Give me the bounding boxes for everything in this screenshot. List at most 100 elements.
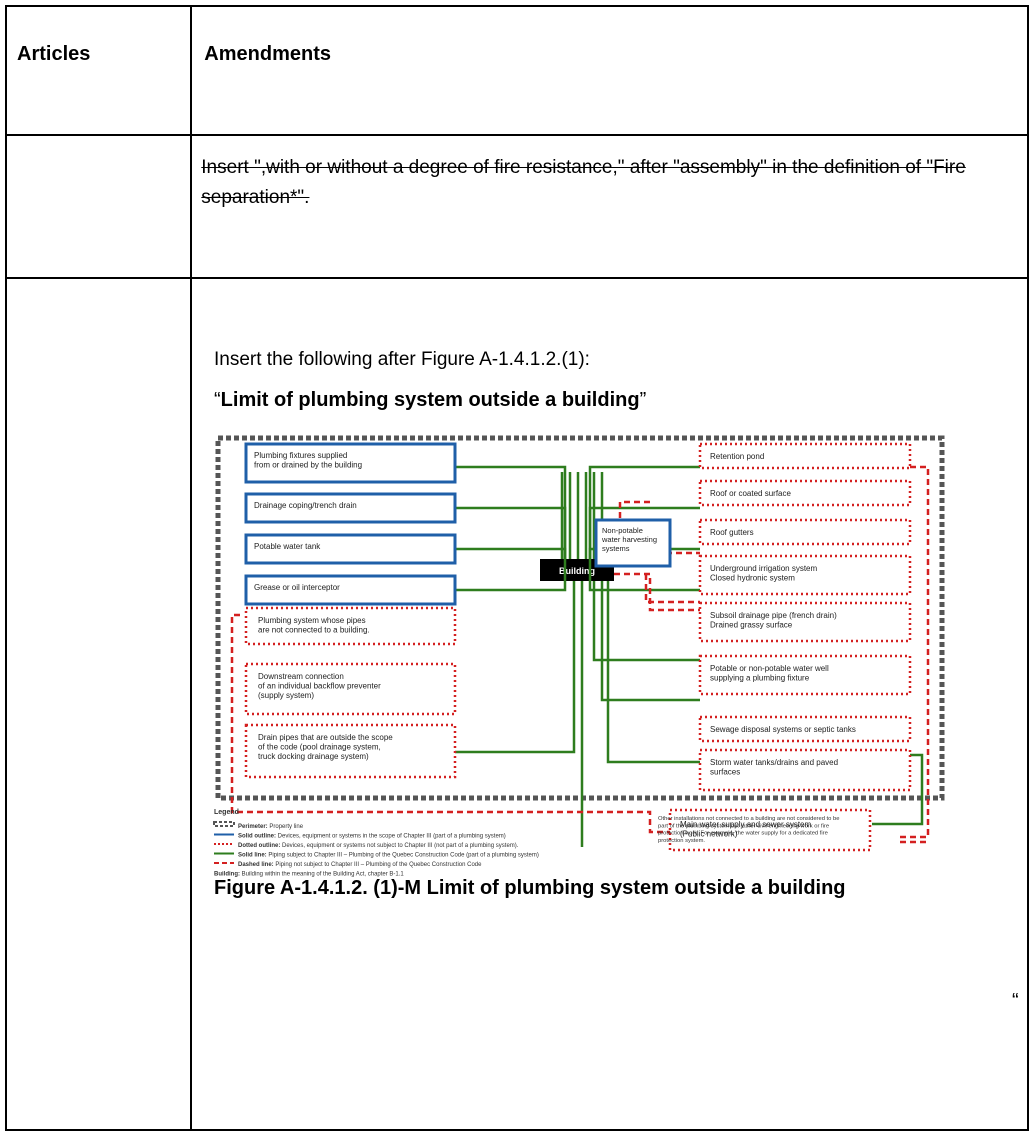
legend-note: protection system. <box>658 838 705 844</box>
legend-entry: Perimeter: Property line <box>238 824 304 830</box>
dotted-outline-box <box>244 606 457 646</box>
legend-note: Other installations not connected to a b… <box>658 816 839 822</box>
dashed-pipe-line <box>230 613 670 834</box>
dotted-outline-box <box>698 479 912 507</box>
right-box-label: Closed hydronic system <box>710 574 795 583</box>
nonpotable-box <box>594 518 672 568</box>
solid-outline-box <box>244 533 457 565</box>
dotted-outline-box <box>698 748 912 792</box>
dashed-pipe-line <box>614 572 700 612</box>
legend-entry: Solid outline: Devices, equipment or sys… <box>238 834 506 840</box>
right-box-label: surfaces <box>710 768 740 777</box>
legend-key: Dotted outline: <box>238 843 282 849</box>
solid-box-label: from or drained by the building <box>254 461 362 470</box>
right-box-label: Retention pond <box>710 452 764 461</box>
dotted-outline-box <box>698 601 912 643</box>
solid-pipe-line <box>455 559 567 592</box>
legend-key: Building: <box>214 872 242 878</box>
solid-pipe-line <box>872 753 924 826</box>
legend-key: Perimeter: <box>238 824 269 830</box>
solid-pipe-line <box>600 581 700 702</box>
article-cell <box>4 277 193 1131</box>
legend-key: Solid line: <box>238 853 268 859</box>
solid-outline-box <box>244 442 457 484</box>
right-box-label: Potable or non-potable water well <box>710 664 829 673</box>
table-row: Insert ",with or without a degree of fir… <box>4 134 1029 279</box>
legend-entry: Solid line: Piping subject to Chapter II… <box>238 853 539 859</box>
nonpotable-label: Non-potable <box>602 526 643 535</box>
legend-text: Property line <box>269 824 303 830</box>
right-box-label: Storm water tanks/drains and paved <box>710 758 838 767</box>
solid-box-label: Plumbing fixtures supplied <box>254 451 347 460</box>
main-supply-box <box>668 808 872 852</box>
dashed-pipe-line <box>900 465 930 839</box>
solid-box-label: Grease or oil interceptor <box>254 583 340 592</box>
right-box-label: Underground irrigation system <box>710 564 817 573</box>
dotted-box-label: Drain pipes that are outside the scope <box>258 733 393 742</box>
dotted-box-label: (supply system) <box>258 691 314 700</box>
right-box-label: Subsoil drainage pipe (french drain) <box>710 611 837 620</box>
header-row: Articles Amendments <box>4 5 1029 136</box>
solid-outline-box <box>244 492 457 524</box>
dotted-outline-box <box>244 662 457 716</box>
open-quote: “ <box>214 389 221 411</box>
building-label: Building <box>559 566 595 576</box>
dotted-box-label: truck docking drainage system) <box>258 752 369 761</box>
legend-entry: Building: Building within the meaning of… <box>214 872 404 878</box>
right-box-label: Roof gutters <box>710 528 754 537</box>
legend-text: Piping not subject to Chapter III – Plum… <box>275 862 482 868</box>
nonpotable-label: water harvesting <box>601 535 657 544</box>
amendment-cell: Insert ",with or without a degree of fir… <box>190 134 1029 279</box>
solid-pipe-line <box>455 547 567 559</box>
legend-perimeter-swatch <box>213 821 235 827</box>
right-box-label: supplying a plumbing fixture <box>710 674 810 683</box>
legend-key: Solid outline: <box>238 834 278 840</box>
solid-pipe-line <box>588 506 700 559</box>
main-supply-label: Main water supply and sewer system <box>680 820 812 829</box>
solid-box-label: Potable water tank <box>254 542 321 551</box>
main-supply-label: (Public network) <box>680 830 738 839</box>
close-quote: ” <box>639 389 647 411</box>
legend-note: protection work. For example, the water … <box>658 831 828 837</box>
right-box-label: Sewage disposal systems or septic tanks <box>710 725 856 734</box>
dotted-box-label: Plumbing system whose pipes <box>258 616 366 625</box>
solid-pipe-line <box>588 559 700 592</box>
right-box-label: Drained grassy surface <box>710 621 793 630</box>
dashed-pipe-line <box>644 574 700 604</box>
dotted-outline-box <box>698 654 912 696</box>
solid-pipe-line <box>592 581 700 662</box>
legend-key: Dashed line: <box>238 862 275 868</box>
nonpotable-label: systems <box>602 544 630 553</box>
legend-title: Legend <box>214 809 239 816</box>
dashed-pipe-line <box>618 500 650 528</box>
solid-pipe-line <box>606 581 700 764</box>
dotted-outline-box <box>698 518 912 546</box>
right-box-label: Roof or coated surface <box>710 489 791 498</box>
dotted-outline-box <box>698 442 912 470</box>
solid-pipe-line <box>455 465 567 559</box>
legend-note: part of the plumbing system but rather c… <box>658 823 829 829</box>
legend-text: Devices, equipment or systems not subjec… <box>282 843 519 849</box>
struck-amendment-text: Insert ",with or without a degree of fir… <box>201 157 966 208</box>
dotted-outline-box <box>698 554 912 596</box>
legend-text: Piping subject to Chapter III – Plumbing… <box>268 853 538 859</box>
solid-box-label: Drainage coping/trench drain <box>254 501 357 510</box>
closing-quote-mark: “ <box>1012 990 1019 1012</box>
legend-text: Devices, equipment or systems in the sco… <box>278 834 506 840</box>
figure-title: Limit of plumbing system outside a build… <box>220 389 640 411</box>
legend-text: Building within the meaning of the Build… <box>242 872 405 878</box>
figure-title-quote: “Limit of plumbing system outside a buil… <box>214 389 646 412</box>
dotted-box-label: are not connected to a building. <box>258 626 370 635</box>
legend-entry: Dotted outline: Devices, equipment or sy… <box>238 843 519 849</box>
solid-pipe-line <box>455 581 576 754</box>
property-line-perimeter <box>215 435 945 801</box>
amendments-header: Amendments <box>190 5 1029 136</box>
figure-caption: Figure A-1.4.1.2. (1)-M Limit of plumbin… <box>214 877 846 899</box>
dotted-outline-box <box>244 723 457 779</box>
dotted-outline-box <box>698 715 912 743</box>
dotted-box-label: of the code (pool drainage system, <box>258 743 381 752</box>
dotted-box-label: Downstream connection <box>258 672 344 681</box>
solid-pipe-line <box>455 506 567 559</box>
solid-outline-box <box>244 574 457 606</box>
